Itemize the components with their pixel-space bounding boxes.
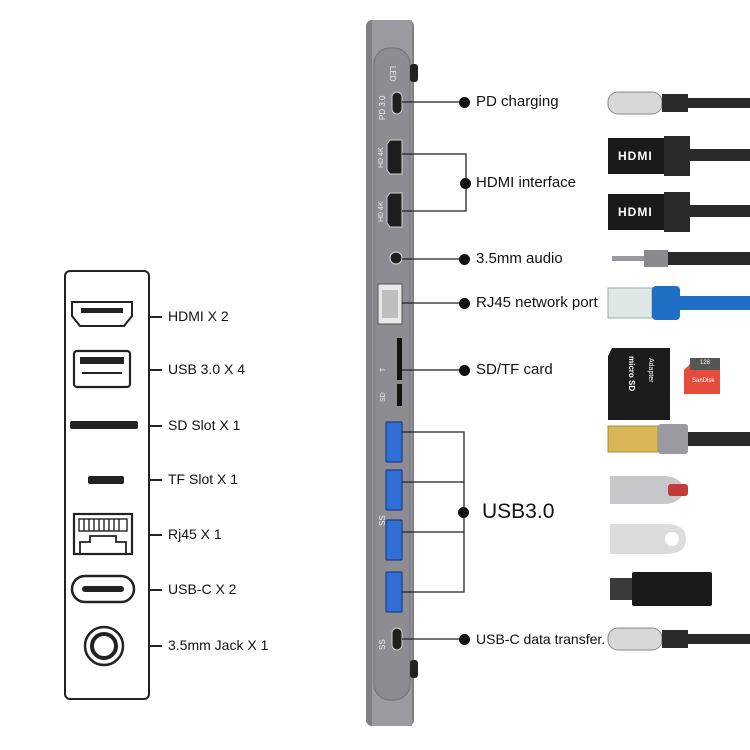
legend-line bbox=[150, 425, 162, 427]
callout-dot bbox=[459, 298, 470, 309]
hub-usb-port-3 bbox=[385, 519, 403, 561]
callout-hdmi-interface: HDMI interface bbox=[476, 174, 577, 191]
hdmi-cable-icon-2 bbox=[608, 192, 750, 232]
adapter-text: Adapter bbox=[647, 358, 654, 383]
rj45-port-icon bbox=[72, 512, 134, 556]
callout-dot bbox=[459, 634, 470, 645]
callout-dot bbox=[459, 365, 470, 376]
audio-cable-icon bbox=[612, 250, 750, 267]
callout-sd-tf: SD/TF card bbox=[476, 361, 553, 378]
usb-c-hub-body bbox=[366, 20, 418, 726]
hub-audio-jack bbox=[389, 251, 403, 265]
legend-label-usbc: USB-C X 2 bbox=[168, 581, 237, 597]
legend-label-tf: TF Slot X 1 bbox=[168, 471, 239, 487]
tf-slot-icon bbox=[88, 476, 124, 484]
legend-line bbox=[150, 589, 162, 591]
hub-data-usbc-port bbox=[391, 627, 403, 651]
callout-dot bbox=[459, 97, 470, 108]
hub-hdmi2-label: HD 4K bbox=[378, 201, 385, 222]
usb-a-port-icon bbox=[72, 349, 132, 389]
legend-label-hdmi: HDMI X 2 bbox=[168, 308, 229, 324]
hub-sd-slot bbox=[397, 384, 402, 406]
microsd-card-icon bbox=[684, 358, 720, 394]
callout-audio: 3.5mm audio bbox=[476, 250, 563, 267]
legend-label-rj45: Rj45 X 1 bbox=[168, 526, 222, 542]
hdmi-plug-text-2: HDMI bbox=[618, 205, 653, 219]
microsd-brand-text: micro SD bbox=[627, 356, 636, 392]
card-brand-text: SanDisk bbox=[692, 378, 715, 384]
hub-pd-label: PD 3.0 bbox=[378, 95, 387, 120]
legend-line bbox=[150, 316, 162, 318]
legend-line bbox=[150, 369, 162, 371]
sd-adapter-card-icon bbox=[608, 348, 670, 420]
hub-usb-port-4 bbox=[385, 571, 403, 613]
callout-pd-charging: PD charging bbox=[476, 93, 559, 110]
hub-hdmi1-label: HD 4K bbox=[378, 147, 385, 168]
legend-label-usb: USB 3.0 X 4 bbox=[168, 361, 246, 377]
hub-ss-label-2: SS bbox=[378, 639, 387, 650]
callout-usb3: USB3.0 bbox=[482, 500, 555, 523]
hub-usb-port-2 bbox=[385, 469, 403, 511]
hub-pd-usbc-port bbox=[391, 91, 403, 115]
card-capacity-text: 128 bbox=[700, 360, 711, 366]
data-usbc-cable-icon bbox=[607, 627, 750, 651]
hub-tf-slot bbox=[397, 338, 402, 380]
pd-usbc-cable-icon bbox=[607, 91, 750, 115]
hdmi-port-icon bbox=[71, 301, 133, 327]
hub-hdmi-port-2 bbox=[386, 192, 403, 228]
callout-rj45: RJ45 network port bbox=[476, 294, 598, 311]
callout-usbc-data: USB-C data transfer. bbox=[476, 631, 606, 647]
sd-slot-icon bbox=[70, 421, 138, 429]
callout-dot bbox=[459, 254, 470, 265]
hub-usb-port-1 bbox=[385, 421, 403, 463]
legend-label-sd: SD Slot X 1 bbox=[168, 417, 241, 433]
callout-dot bbox=[460, 178, 471, 189]
legend-line bbox=[150, 479, 162, 481]
usb-flash-drive-icon-1 bbox=[610, 476, 688, 504]
rj45-cable-icon bbox=[607, 286, 750, 320]
legend-label-jack: 3.5mm Jack X 1 bbox=[168, 637, 269, 653]
hdmi-cable-icon-1 bbox=[608, 136, 750, 176]
hub-ss-label-1: SS bbox=[378, 515, 387, 526]
audio-jack-icon bbox=[83, 625, 125, 667]
hub-tf-label: T bbox=[380, 367, 387, 372]
hub-hdmi-port-1 bbox=[386, 139, 403, 175]
hub-sd-label: SD bbox=[380, 392, 387, 402]
usb-dongle-icon bbox=[610, 572, 712, 606]
port-legend-panel bbox=[64, 270, 150, 700]
legend-line bbox=[150, 534, 162, 536]
hub-led-label: LED bbox=[388, 66, 397, 82]
usb-c-port-icon bbox=[70, 574, 136, 604]
hub-rj45-port bbox=[377, 283, 403, 325]
legend-line bbox=[150, 645, 162, 647]
usb-flash-drive-icon-2 bbox=[610, 524, 686, 554]
hdmi-plug-text-1: HDMI bbox=[618, 149, 653, 163]
usb-a-cable-icon bbox=[607, 424, 750, 454]
callout-dot bbox=[458, 507, 469, 518]
